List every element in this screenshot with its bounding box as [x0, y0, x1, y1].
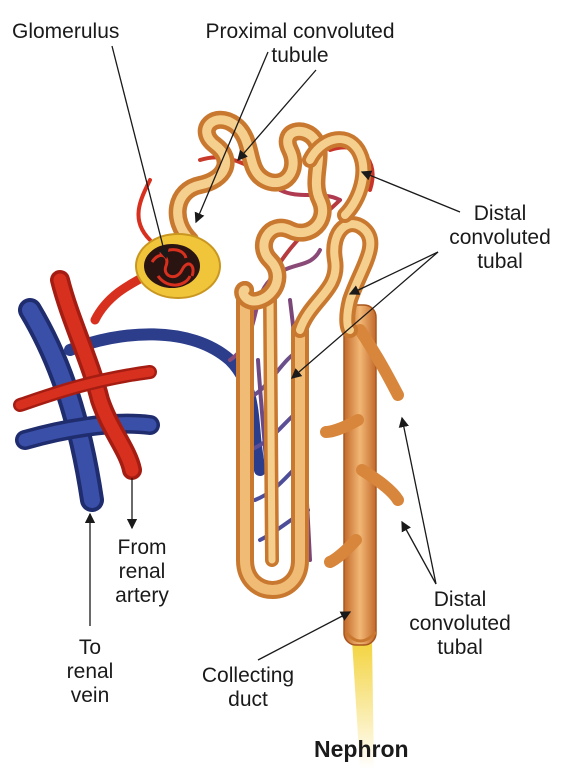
label-to-renal-vein: To renal vein	[50, 636, 130, 708]
renal-vein	[25, 310, 260, 500]
label-proximal-line2: tubule	[180, 44, 420, 68]
label-distal-tubal-top: Distal convoluted tubal	[440, 202, 560, 274]
leader-collecting-duct	[258, 612, 350, 660]
label-proximal-tubule: Proximal convoluted tubule	[180, 20, 420, 68]
label-distal-top-line3: tubal	[440, 250, 560, 274]
label-distal-bottom-line2: convoluted	[400, 612, 520, 636]
loop-of-henle	[245, 290, 300, 590]
leader-distal-bottom-1	[402, 418, 436, 584]
label-glomerulus-text: Glomerulus	[12, 20, 119, 44]
label-collecting-line2: duct	[188, 688, 308, 712]
label-artery-line1: From	[102, 536, 182, 560]
label-artery-line2: renal	[102, 560, 182, 584]
label-from-renal-artery: From renal artery	[102, 536, 182, 608]
label-collecting-duct: Collecting duct	[188, 664, 308, 712]
label-distal-top-line2: convoluted	[440, 226, 560, 250]
label-distal-top-line1: Distal	[440, 202, 560, 226]
leader-distal-bottom-2	[402, 522, 436, 584]
label-vein-line2: renal	[50, 660, 130, 684]
label-vein-line3: vein	[50, 684, 130, 708]
label-distal-bottom-line1: Distal	[400, 588, 520, 612]
label-vein-line1: To	[50, 636, 130, 660]
label-artery-line3: artery	[102, 584, 182, 608]
glomerulus	[136, 234, 220, 298]
diagram-title: Nephron	[314, 736, 409, 763]
collecting-duct	[326, 305, 398, 769]
label-glomerulus: Glomerulus	[12, 20, 119, 44]
leader-proximal-2	[238, 70, 316, 160]
label-distal-tubal-bottom: Distal convoluted tubal	[400, 588, 520, 660]
label-distal-bottom-line3: tubal	[400, 636, 520, 660]
label-proximal-line1: Proximal convoluted	[180, 20, 420, 44]
convoluted-tubules	[178, 120, 371, 330]
label-collecting-line1: Collecting	[188, 664, 308, 688]
